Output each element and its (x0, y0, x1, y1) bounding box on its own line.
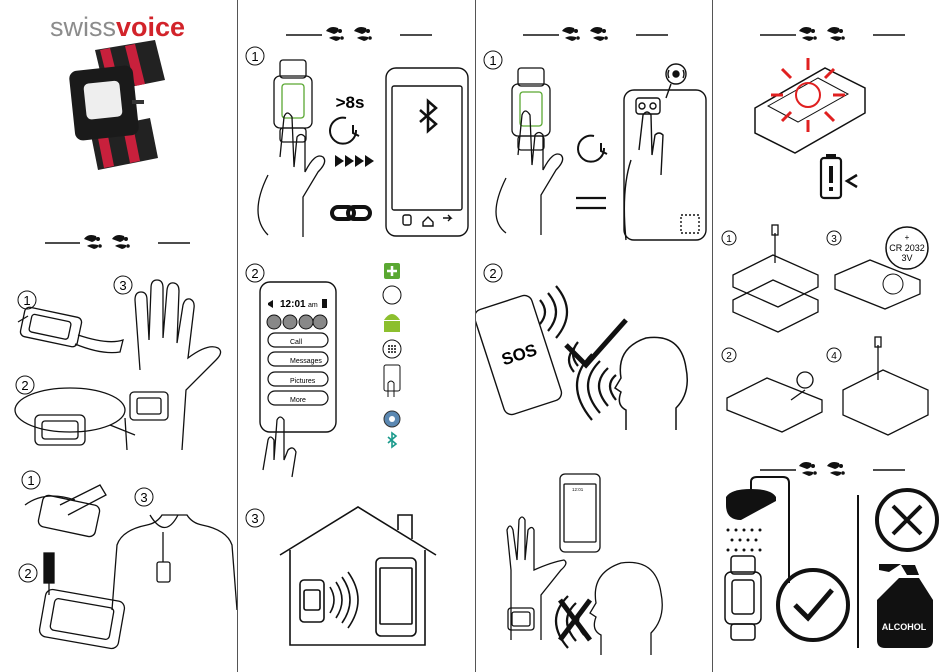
home-circle-icon (383, 286, 401, 304)
house-range-illustration (280, 507, 436, 645)
watch-product-image (69, 40, 165, 170)
svg-text:3: 3 (119, 278, 126, 293)
link-chain-icon (332, 207, 370, 219)
svg-text:1: 1 (726, 234, 732, 245)
low-battery-alert-illustration (755, 58, 865, 153)
phone-bluetooth-illustration (386, 68, 468, 236)
svg-text:1: 1 (251, 49, 258, 64)
svg-text:SOS: SOS (499, 340, 539, 369)
bluetooth-icon (388, 433, 396, 447)
svg-text:2: 2 (24, 566, 31, 581)
svg-text:Call: Call (290, 339, 303, 346)
panel-pairing: 1 >8s 2 12:01 am (238, 0, 475, 672)
svg-text:1: 1 (23, 293, 30, 308)
svg-text:2: 2 (726, 351, 732, 362)
svg-text:3: 3 (831, 234, 837, 245)
sos-press-illustration (496, 68, 563, 235)
svg-text:12:01: 12:01 (280, 299, 306, 310)
android-icon (384, 314, 400, 332)
svg-text:12:01: 12:01 (572, 487, 584, 492)
svg-text:ALCOHOL: ALCOHOL (882, 622, 927, 632)
panel-wearing: 1 2 3 1 2 3 (0, 0, 237, 672)
svg-text:More: More (290, 397, 306, 404)
svg-text:2: 2 (21, 378, 28, 393)
timer-icon (578, 136, 607, 162)
battery-warning-icon (821, 154, 857, 198)
svg-text:2: 2 (489, 266, 496, 281)
timer-icon (330, 118, 359, 144)
no-alcohol-illustration: ALCOHOL (877, 490, 937, 648)
coin-battery-illustration: + CR 2032 3V (835, 227, 928, 309)
forward-arrows-icon (335, 155, 374, 167)
svg-text:CR 2032: CR 2032 (889, 243, 925, 253)
svg-text:2: 2 (251, 266, 258, 281)
watch-press-illustration (258, 60, 325, 237)
shower-ok-illustration (725, 477, 848, 640)
panel-battery-care: 1 3 + CR 2032 3V 2 4 (713, 0, 950, 672)
phone-menu-illustration: 12:01 am Call Messages Pictures More (260, 282, 336, 477)
phone-back-illustration (624, 64, 706, 240)
svg-text:1: 1 (27, 473, 34, 488)
svg-text:Messages: Messages (290, 358, 322, 365)
sos-call-illustration: SOS (476, 286, 687, 430)
open-case-illustration (733, 225, 818, 332)
swipe-gesture-icon (384, 365, 400, 397)
hold-duration: >8s (336, 93, 365, 112)
equals-sign (576, 198, 606, 208)
svg-text:4: 4 (831, 351, 837, 362)
close-case-illustration (843, 337, 928, 435)
svg-text:1: 1 (489, 53, 496, 68)
panel-sos: 1 2 SOS (476, 0, 712, 672)
svg-text:am: am (308, 302, 318, 309)
svg-text:Pictures: Pictures (290, 378, 316, 385)
svg-text:3: 3 (251, 511, 258, 526)
svg-text:3: 3 (140, 490, 147, 505)
insert-battery-illustration (727, 372, 822, 432)
svg-text:+: + (905, 233, 910, 242)
svg-text:3V: 3V (901, 253, 912, 263)
no-voice-illustration: 12:01 (507, 474, 662, 655)
